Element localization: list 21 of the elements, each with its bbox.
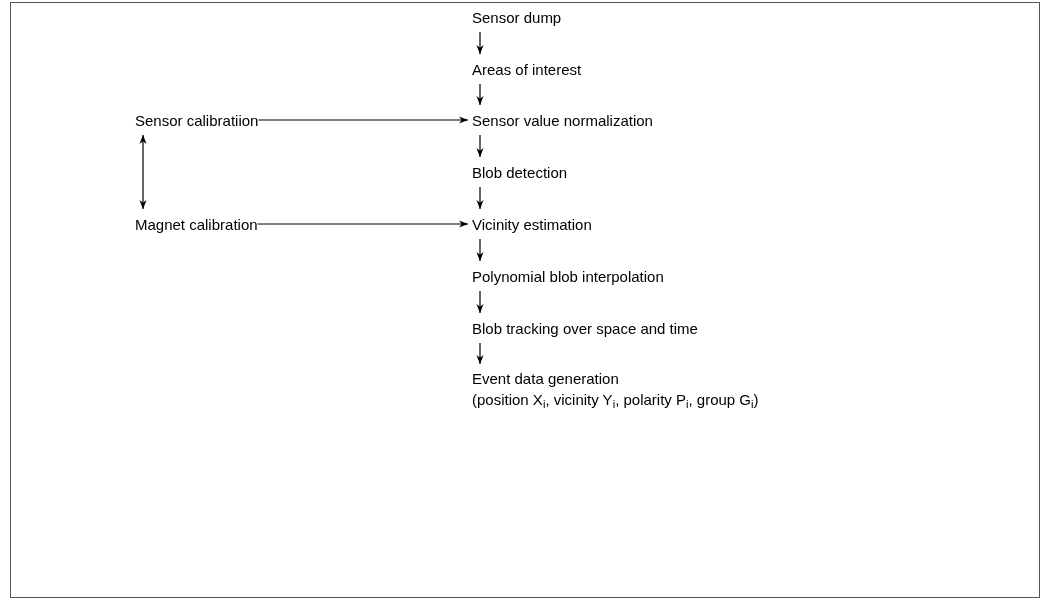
- arrow: [256, 220, 469, 228]
- step-label: Magnet calibration: [135, 214, 258, 235]
- arrow: [476, 238, 484, 262]
- arrow: [476, 186, 484, 210]
- arrow: [476, 134, 484, 158]
- arrow: [139, 134, 147, 210]
- arrow: [476, 342, 484, 365]
- arrow: [476, 31, 484, 55]
- step-label: Vicinity estimation: [472, 214, 593, 235]
- step-label: Blob detection: [472, 162, 569, 183]
- step-label: Blob tracking over space and time: [472, 318, 699, 339]
- arrow: [476, 290, 484, 314]
- step-label: Sensor dump: [472, 7, 563, 28]
- arrow: [476, 83, 484, 106]
- step-label: Areas of interest: [472, 59, 583, 80]
- arrow: [257, 116, 469, 124]
- step-label: Polynomial blob interpolation: [472, 266, 665, 287]
- step-label: Sensor calibratiion: [135, 110, 259, 131]
- step-label: Sensor value normalization: [472, 110, 654, 131]
- step-detail: (position X$_{i}$, vicinity Y$_{i}$, polarity P$_{i}$, group G$_{i}$): [472, 390, 760, 410]
- step-label: Event data generation: [472, 369, 620, 389]
